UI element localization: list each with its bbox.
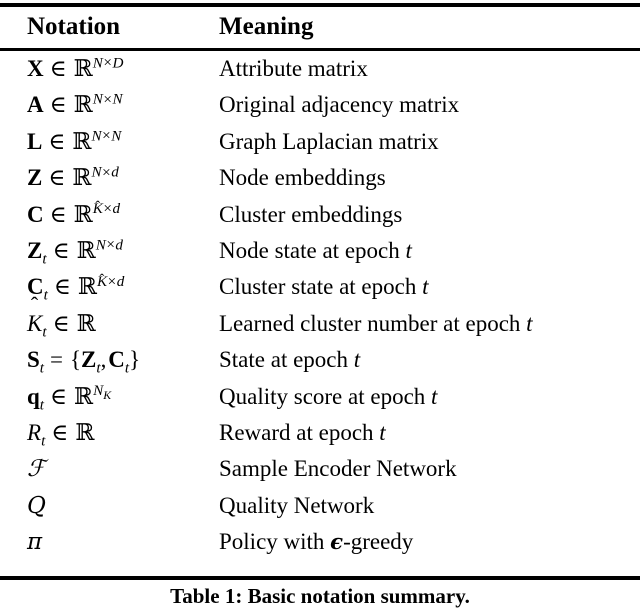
meaning-cell: Quality score at epoch t (219, 383, 438, 409)
meaning-cell: Policy with ϵ-greedy (219, 529, 414, 555)
notation-cell: Rt∈ℝ (27, 419, 95, 450)
meaning-cell: Quality Network (219, 492, 375, 518)
notation-cell: L∈ℝN×N (27, 127, 122, 155)
notation-cell: π (27, 529, 43, 556)
notation-cell: Z∈ℝN×d (27, 163, 119, 192)
column-header-meaning: Meaning (219, 13, 314, 40)
meaning-cell: Node embeddings (219, 165, 386, 191)
meaning-cell: Node state at epoch t (219, 237, 412, 263)
notation-cell: A∈ℝN×N (27, 90, 123, 119)
table-row: π Policy with ϵ-greedy (0, 527, 640, 563)
table-row: ℱ Sample Encoder Network (0, 454, 640, 490)
table-row: A∈ℝN×N Original adjacency matrix (0, 90, 640, 126)
notation-cell: Zt∈ℝN×d (27, 236, 123, 268)
table-header-rule (0, 48, 640, 51)
meaning-cell: Reward at epoch t (219, 419, 386, 445)
meaning-cell: Cluster state at epoch t (219, 274, 429, 300)
table-row: X∈ℝN×D Attribute matrix (0, 54, 640, 90)
column-header-notation: Notation (27, 13, 121, 40)
table-caption: Table 1: Basic notation summary. (170, 584, 470, 608)
meaning-cell: Attribute matrix (219, 56, 368, 81)
table-row: L∈ℝN×N Graph Laplacian matrix (0, 127, 640, 163)
table-row: Q Quality Network (0, 491, 640, 527)
notation-cell: Q (27, 492, 46, 519)
meaning-cell: Learned cluster number at epoch t (219, 310, 533, 336)
meaning-cell: Original adjacency matrix (219, 92, 460, 118)
table-row: Rt∈ℝ Reward at epoch t (0, 418, 640, 454)
notation-cell: qt∈ℝNK (27, 381, 112, 414)
notation-cell: St={Zt, Ct} (27, 347, 141, 377)
table-bottom-rule (0, 576, 640, 580)
table-row: Z∈ℝN×d Node embeddings (0, 163, 640, 199)
notation-cell: X∈ℝN×D (27, 54, 124, 82)
meaning-cell: Cluster embeddings (219, 201, 403, 227)
meaning-cell: State at epoch t (219, 347, 361, 373)
table-row: Zt∈ℝN×d Node state at epoch t (0, 236, 640, 272)
table-row: St={Zt, Ct} State at epoch t (0, 345, 640, 381)
table-body: X∈ℝN×D Attribute matrix A∈ℝN×N Original … (0, 54, 640, 563)
table-top-rule (0, 3, 640, 7)
notation-cell: ℱ (27, 456, 46, 483)
meaning-cell: Sample Encoder Network (219, 456, 457, 482)
table-row: qt∈ℝNK Quality score at epoch t (0, 382, 640, 418)
table-header-row: Notation Meaning (0, 9, 640, 45)
meaning-cell: Graph Laplacian matrix (219, 128, 439, 154)
